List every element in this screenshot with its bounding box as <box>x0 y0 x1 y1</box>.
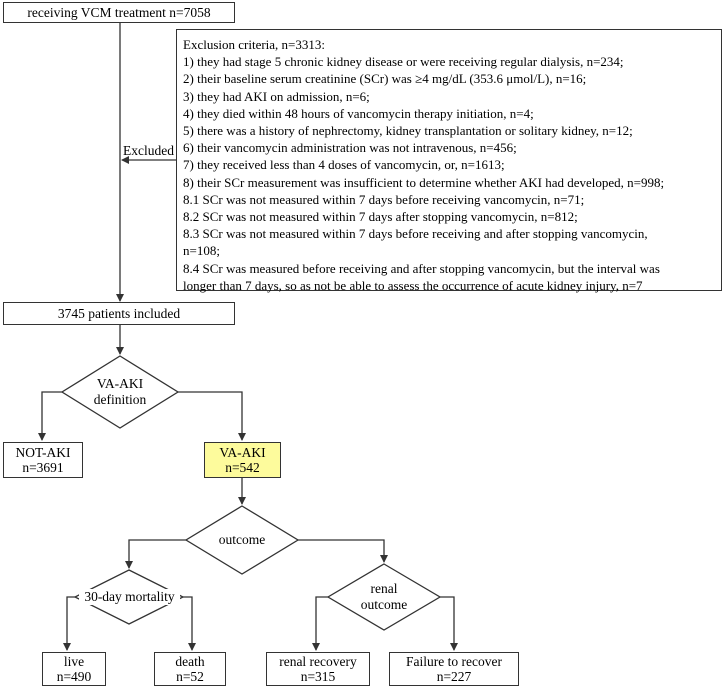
decision-renal-label: renal outcome <box>360 581 408 612</box>
decision-mortality-label: 30-day mortality <box>79 589 180 605</box>
exclusion-criteria-box: Exclusion criteria, n=3313: 1) they had … <box>176 29 722 293</box>
start-text: receiving VCM treatment n=7058 <box>27 5 211 20</box>
exclusion-line: 4) they died within 48 hours of vancomyc… <box>183 105 534 121</box>
connector-to-renal-outcome <box>298 539 388 563</box>
exclusion-line: 8.1 SCr was not measured within 7 days b… <box>183 191 585 207</box>
connector-to-renal-recovery <box>312 596 328 651</box>
live-box: live n=490 <box>42 652 106 686</box>
connector-to-mortality <box>125 539 186 569</box>
failure-box: Failure to recover n=227 <box>389 652 519 686</box>
start-box: receiving VCM treatment n=7058 <box>3 2 235 23</box>
exclusion-line: 7) they received less than 4 doses of va… <box>183 157 505 173</box>
connector-to-live <box>63 596 75 651</box>
exclusion-line: Exclusion criteria, n=3313: <box>183 37 325 52</box>
exclusion-line: 5) there was a history of nephrectomy, k… <box>183 123 633 139</box>
decision-outcome-label: outcome <box>218 532 266 547</box>
exclusion-line: 8.4 SCr was measured before receiving an… <box>183 260 660 276</box>
included-text: 3745 patients included <box>57 306 181 321</box>
connector-to-not-aki <box>38 391 62 441</box>
included-box: 3745 patients included <box>3 302 235 325</box>
connector-to-va-aki <box>178 391 246 441</box>
connector-to-failure <box>440 596 458 651</box>
exclusion-line: 8.3 SCr was not measured within 7 days b… <box>183 226 648 242</box>
exclusion-line: 8.2 SCr was not measured within 7 days a… <box>183 209 578 225</box>
exclusion-line: 6) their vancomycin administration was n… <box>183 140 517 156</box>
va-aki-box: VA-AKI n=542 <box>204 442 281 478</box>
decision-diamond-renal <box>326 563 442 631</box>
exclusion-line: longer than 7 days, so as not be able to… <box>183 277 643 293</box>
not-aki-box: NOT-AKI n=3691 <box>3 442 83 478</box>
excluded-label: Excluded <box>123 143 174 158</box>
exclusion-line: n=108; <box>183 243 220 259</box>
death-box: death n=52 <box>154 652 226 686</box>
decision-vaaki-label: VA-AKI definition <box>93 376 147 407</box>
connector-to-death <box>183 596 196 651</box>
renal-recovery-box: renal recovery n=315 <box>266 652 370 686</box>
exclusion-line: 8) their SCr measurement was insufficien… <box>183 174 665 190</box>
exclusion-line: 2) their baseline serum creatinine (SCr)… <box>183 71 587 87</box>
exclusion-line: 3) they had AKI on admission, n=6; <box>183 88 370 104</box>
decision-diamond-vaaki <box>60 355 180 429</box>
exclusion-line: 1) they had stage 5 chronic kidney disea… <box>183 54 624 70</box>
decision-diamond-outcome <box>184 505 300 575</box>
